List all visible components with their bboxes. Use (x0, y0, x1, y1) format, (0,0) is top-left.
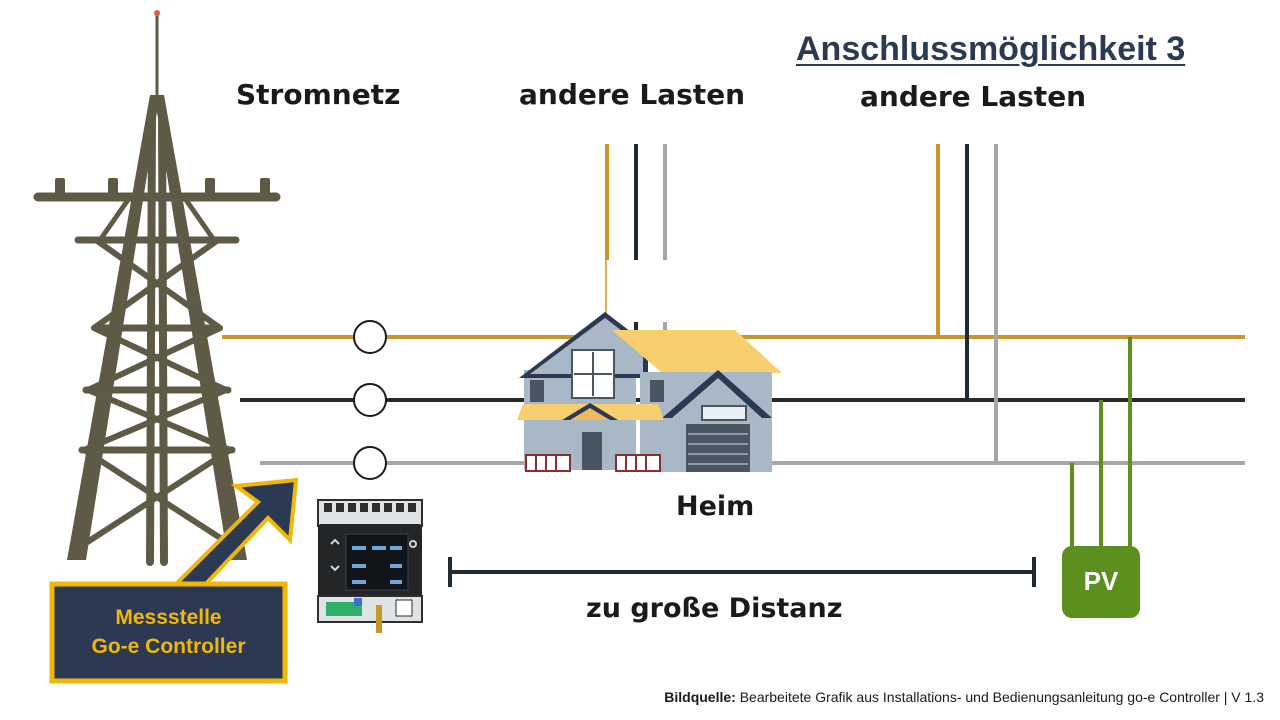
measurement-box-line2: Go-e Controller (91, 635, 246, 658)
image-source: Bildquelle: Bearbeitete Grafik aus Insta… (664, 689, 1264, 705)
distance-indicator (448, 557, 1036, 587)
measurement-circles (353, 320, 387, 480)
house-icon (517, 312, 782, 472)
grid-label: Stromnetz (236, 78, 401, 111)
home-label: Heim (676, 491, 755, 522)
distance-label: zu große Distanz (586, 593, 843, 624)
load-drops-right (936, 144, 998, 463)
controller-device-icon (317, 499, 423, 633)
measurement-box (49, 581, 288, 684)
load-drops-left (605, 144, 667, 330)
image-source-text: Bearbeitete Grafik aus Installations- un… (735, 689, 1264, 705)
diagram-title: Anschlussmöglichkeit 3 (796, 30, 1186, 68)
measurement-callout (49, 477, 299, 684)
measurement-box-line1: Messstelle (115, 606, 222, 629)
other-loads-label-left: andere Lasten (519, 78, 746, 111)
pv-label: PV (1083, 566, 1119, 596)
other-loads-label-right: andere Lasten (860, 80, 1087, 113)
measurement-box-text: Messstelle Go-e Controller (52, 603, 285, 661)
image-source-prefix: Bildquelle: (664, 689, 736, 705)
pylon-icon (33, 10, 281, 566)
pv-panel-icon (1062, 546, 1140, 618)
pv-connection-lines (1070, 337, 1132, 548)
arrow-icon (174, 477, 299, 593)
